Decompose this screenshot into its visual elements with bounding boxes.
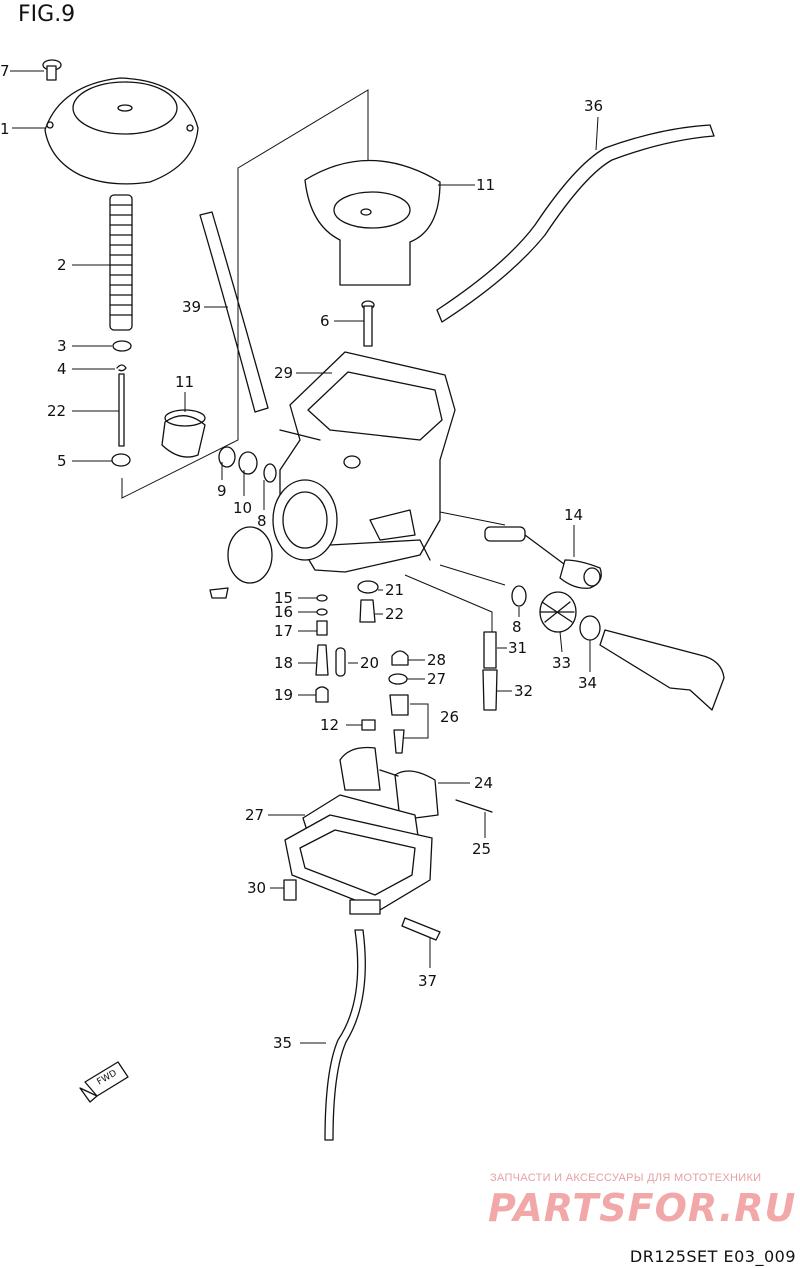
callout-31: 30 [247,879,266,897]
part-32[interactable] [483,631,497,669]
part-21[interactable] [357,580,379,594]
callout-21: 21 [385,581,404,599]
watermark-logo: PARTSFOR.RU [488,1186,797,1230]
callout-15: 15 [274,589,293,607]
callout-26: 26 [440,708,459,726]
part-tube-36[interactable] [324,929,366,1141]
callout-25: 25 [472,840,491,858]
part-33[interactable] [482,669,498,711]
callout-19: 19 [274,686,293,704]
callout-24: 24 [474,774,493,792]
callout-9: 9 [217,482,227,500]
part-small-screw[interactable] [209,587,229,599]
callout-20: 20 [360,654,379,672]
part-plate[interactable] [227,526,273,584]
part-spring-34[interactable] [539,591,577,633]
callout-18: 18 [274,654,293,672]
part-top-cap[interactable] [44,77,199,185]
part-screw-31[interactable] [283,879,297,901]
callout-28: 27 [427,670,446,688]
callout-4: 4 [57,360,67,378]
part-collar[interactable] [161,409,206,458]
part-20[interactable] [335,647,346,677]
part-cap-35[interactable] [579,615,601,641]
part-washer-10[interactable] [238,451,258,475]
fwd-arrow-icon: FWD [79,1061,129,1103]
callout-36: 35 [273,1034,292,1052]
figure-title: FIG.9 [18,2,76,27]
callout-16: 16 [274,603,293,621]
part-22[interactable] [359,599,376,623]
part-float-chamber[interactable] [284,814,433,915]
callout-13: 12 [320,716,339,734]
callout-10: 10 [233,499,252,517]
callout-5: 5 [57,452,67,470]
part-float[interactable] [339,746,439,821]
callout-39: 39 [182,298,201,316]
callout-33: 32 [514,682,533,700]
document-code: DR125SET E03_009 [629,1247,796,1266]
part-jet-needle[interactable] [118,373,125,447]
callout-8a: 8 [257,512,267,530]
part-starter-plunger[interactable] [484,526,602,589]
part-screw-6[interactable] [361,300,375,347]
part-15[interactable] [316,594,328,602]
callout-32: 31 [508,639,527,657]
watermark-caption: ЗАПЧАСТИ И АКСЕССУАРЫ ДЛЯ МОТОТЕХНИКИ [490,1172,762,1184]
part-19[interactable] [315,686,329,703]
callout-2: 2 [57,256,67,274]
part-washer-8a[interactable] [263,463,277,483]
callout-1: 1 [0,120,10,138]
part-16[interactable] [316,608,328,616]
part-hose-39[interactable] [199,211,269,413]
callout-3: 3 [57,337,67,355]
part-13[interactable] [361,719,376,731]
callout-7: 7 [0,62,10,80]
part-washer-3[interactable] [112,340,132,352]
part-carburetor-body[interactable] [272,351,456,573]
callout-12: 11 [476,176,495,194]
part-26b[interactable] [393,729,405,754]
part-washer-8b[interactable] [511,585,527,607]
part-drain-screw[interactable] [401,917,441,941]
guide-line-2 [404,574,493,640]
callout-14: 14 [564,506,583,524]
part-hose-37[interactable] [436,124,715,323]
part-screw-top[interactable] [42,59,62,81]
part-28[interactable] [388,673,408,685]
callout-17: 17 [274,622,293,640]
callout-37: 36 [584,97,603,115]
part-26a[interactable] [389,694,409,716]
part-piston-valve[interactable] [304,159,441,286]
part-clip-4[interactable] [116,364,127,372]
callout-35: 34 [578,674,597,692]
part-29[interactable] [391,650,409,666]
part-cable[interactable] [599,629,725,711]
part-washer-9[interactable] [218,446,236,468]
part-spacer-5[interactable] [111,453,131,467]
callout-27: 27 [245,806,264,824]
assembly-guide-line [121,89,369,499]
callout-30: 29 [274,364,293,382]
callout-11: 11 [175,373,194,391]
part-spring[interactable] [109,194,133,331]
guide-line-3 [439,511,506,586]
callout-6: 6 [320,312,330,330]
callout-23: 22 [47,402,66,420]
callouts: 7 1 2 3 4 22 5 6 29 11 36 39 11 9 10 8 1… [0,62,603,1052]
part-18[interactable] [315,644,329,676]
callout-29: 28 [427,651,446,669]
part-17[interactable] [316,620,328,636]
callout-38: 37 [418,972,437,990]
part-pin[interactable] [455,799,493,813]
callout-34: 33 [552,654,571,672]
callout-8b: 8 [512,618,522,636]
callout-22: 22 [385,605,404,623]
